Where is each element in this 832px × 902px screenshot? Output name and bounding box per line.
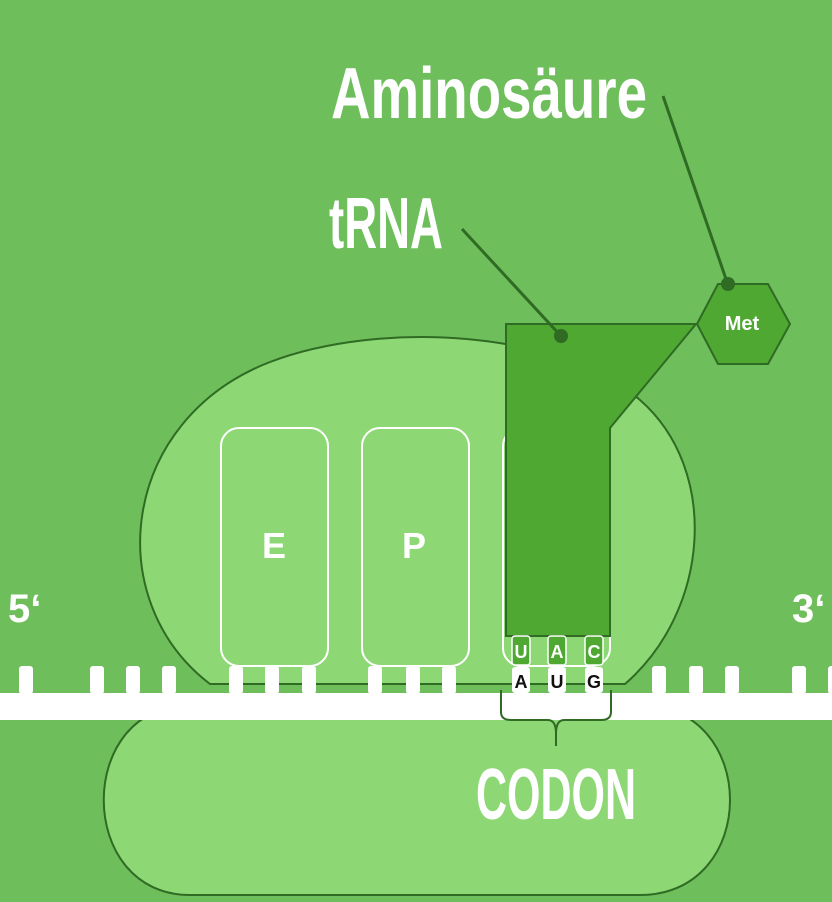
- codon-base: [585, 667, 603, 693]
- mrna-nucleotide-tick: [162, 666, 176, 694]
- codon-base-label: G: [587, 672, 601, 692]
- mrna-nucleotide-ticks: [19, 666, 832, 694]
- anticodon-base: [584, 635, 604, 666]
- p-site-label: P: [402, 525, 426, 566]
- trna-title: tRNA: [329, 184, 443, 264]
- aminoacid-title: Aminosäure: [331, 54, 647, 134]
- mrna-nucleotide-tick: [406, 666, 420, 694]
- codon-brace: [500, 690, 612, 746]
- anticodon-base-label: C: [588, 642, 601, 662]
- aminoacid-pointer-line: [661, 95, 729, 283]
- mrna-nucleotide-tick: [19, 666, 33, 694]
- codon-base-label: A: [515, 672, 528, 692]
- anticodon-base-label: U: [515, 642, 528, 662]
- mrna-nucleotide-tick: [229, 666, 243, 694]
- codon-base: [548, 667, 566, 693]
- mrna-nucleotide-tick: [792, 666, 806, 694]
- aminoacid-pointer-dot: [721, 277, 735, 291]
- mrna-nucleotide-tick: [828, 666, 832, 694]
- anticodon: U A C: [511, 635, 604, 666]
- trna-pointer-line: [460, 227, 562, 337]
- anticodon-base-label: A: [551, 642, 564, 662]
- mrna-nucleotide-tick: [652, 666, 666, 694]
- anticodon-base: [547, 635, 567, 666]
- anticodon-base: [511, 635, 531, 666]
- trna-pointer-dot: [554, 329, 568, 343]
- amino-acid-hexagon: [695, 283, 792, 365]
- mrna-nucleotide-tick: [302, 666, 316, 694]
- mrna-strand: [0, 693, 832, 720]
- mrna-nucleotide-tick: [265, 666, 279, 694]
- mrna-nucleotide-tick: [126, 666, 140, 694]
- mrna-nucleotide-tick: [442, 666, 456, 694]
- five-prime-label: 5‘: [8, 587, 41, 631]
- three-prime-label: 3‘: [792, 587, 825, 631]
- amino-acid-label: Met: [725, 313, 760, 335]
- small-ribosome-subunit: [102, 704, 731, 896]
- mrna-nucleotide-tick: [90, 666, 104, 694]
- mrna-nucleotide-tick: [725, 666, 739, 694]
- trna-body: [505, 323, 699, 637]
- codon: A U G: [512, 667, 603, 693]
- codon-base: [512, 667, 530, 693]
- mrna-nucleotide-tick: [689, 666, 703, 694]
- e-site-label: E: [262, 525, 286, 566]
- codon-base-label: U: [551, 672, 564, 692]
- codon-title: CODON: [476, 755, 636, 835]
- mrna-nucleotide-tick: [368, 666, 382, 694]
